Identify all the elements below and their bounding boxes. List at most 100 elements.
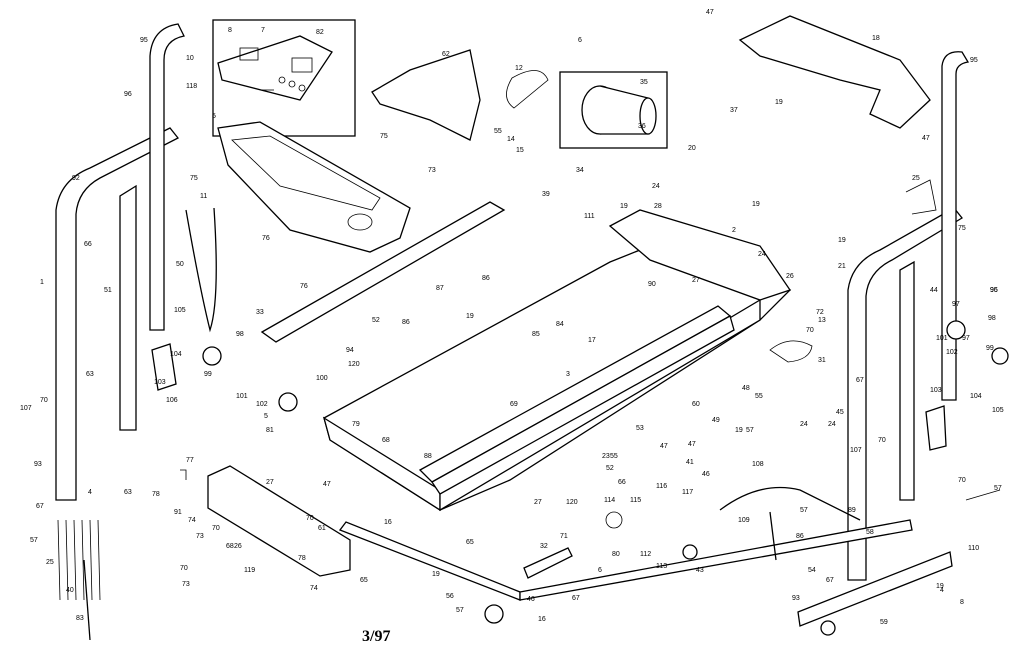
callout-number: 67	[826, 577, 834, 584]
callout-number: 52	[372, 317, 380, 324]
callout-number: 101	[236, 393, 248, 400]
callout-number: 40	[66, 587, 74, 594]
callout-number: 19	[735, 427, 743, 434]
callout-number: 5	[212, 113, 216, 120]
callout-number: 68	[382, 437, 390, 444]
callout-number: 37	[730, 107, 738, 114]
callout-number: 47	[922, 135, 930, 142]
callout-number: 86	[402, 319, 410, 326]
callout-number: 103	[930, 387, 942, 394]
callout-number: 80	[612, 551, 620, 558]
callout-number: 25	[46, 559, 54, 566]
callout-number: 46	[527, 596, 535, 603]
callout-number: 19	[620, 203, 628, 210]
callout-number: 99	[986, 345, 994, 352]
callout-number: 35	[640, 79, 648, 86]
callout-number: 73	[428, 167, 436, 174]
small-parts	[57, 70, 1009, 641]
callout-number: 70	[40, 397, 48, 404]
callout-number: 4	[940, 587, 944, 594]
deck-rail	[418, 305, 735, 495]
callout-number: 112	[640, 551, 651, 558]
callout-number: 5	[264, 413, 268, 420]
base-frame	[338, 486, 953, 627]
callout-number: 70	[180, 565, 188, 572]
left-handrail	[149, 23, 185, 331]
callout-number: 55	[755, 393, 763, 400]
callout-number: 39	[542, 191, 550, 198]
motor-hood-top	[738, 15, 931, 129]
callout-number: 100	[316, 375, 328, 382]
callout-number: 50	[176, 261, 184, 268]
left-rail	[260, 201, 506, 343]
callout-number: 120	[566, 499, 578, 506]
callout-number: 89	[848, 507, 856, 514]
callout-number: 78	[298, 555, 306, 562]
callout-number: 106	[166, 397, 178, 404]
callout-number: 46	[702, 471, 710, 478]
callout-number: 67	[856, 377, 864, 384]
callout-number: 57	[30, 537, 38, 544]
callout-number: 18	[872, 35, 880, 42]
callout-number: 13	[818, 317, 826, 324]
callout-number: 75	[380, 133, 388, 140]
callout-number: 75	[190, 175, 198, 182]
callout-number: 82	[316, 29, 324, 36]
callout-number: 76	[262, 235, 270, 242]
callout-number: 77	[186, 457, 194, 464]
callout-number: 96	[124, 91, 132, 98]
callout-number: 28	[654, 203, 662, 210]
callout-number: 79	[352, 421, 360, 428]
callout-number: 104	[170, 351, 182, 358]
callout-number: 33	[256, 309, 264, 316]
callout-number: 97	[952, 301, 960, 308]
callout-number: 76	[300, 283, 308, 290]
callout-number: 81	[266, 427, 274, 434]
callout-number: 6	[598, 567, 602, 574]
callout-number: 57	[994, 485, 1002, 492]
callout-number: 86	[796, 533, 804, 540]
callout-number: 75	[958, 225, 966, 232]
callout-number: 93	[34, 461, 42, 468]
callout-number: 71	[560, 533, 568, 540]
callout-number: 99	[204, 371, 212, 378]
callout-number: 24	[652, 183, 660, 190]
callout-number: 101	[936, 335, 948, 342]
callout-number: 21	[838, 263, 846, 270]
motor-inset-box	[559, 71, 668, 149]
callout-number: 7	[261, 27, 265, 34]
callout-number: 11	[200, 193, 207, 200]
callout-number: 63	[124, 489, 132, 496]
callout-number: 57	[746, 427, 754, 434]
callout-number: 109	[738, 517, 750, 524]
callout-number: 70	[878, 437, 886, 444]
callout-number: 26	[786, 273, 794, 280]
callout-number: 102	[256, 401, 268, 408]
callout-number: 92	[72, 175, 80, 182]
callout-number: 97	[962, 335, 970, 342]
callout-number: 19	[466, 313, 474, 320]
callout-number: 78	[152, 491, 160, 498]
callout-number: 96	[990, 287, 998, 294]
callout-number: 44	[930, 287, 938, 294]
callout-number: 72	[816, 309, 824, 316]
callout-number: 19	[775, 99, 783, 106]
callout-number: 31	[818, 357, 826, 364]
callout-number: 91	[174, 509, 182, 516]
callout-number: 95	[990, 287, 998, 294]
callout-number: 107	[20, 405, 32, 412]
callout-number: 19	[432, 571, 440, 578]
right-upright	[847, 207, 963, 581]
callout-number: 1	[40, 279, 44, 286]
callout-number: 67	[36, 503, 44, 510]
callout-number: 74	[188, 517, 196, 524]
callout-number: 16	[538, 616, 546, 623]
callout-number: 90	[648, 281, 656, 288]
callout-number: 26	[234, 543, 242, 550]
callout-number: 103	[154, 379, 166, 386]
callout-number: 8	[960, 599, 964, 606]
callout-number: 57	[800, 507, 808, 514]
